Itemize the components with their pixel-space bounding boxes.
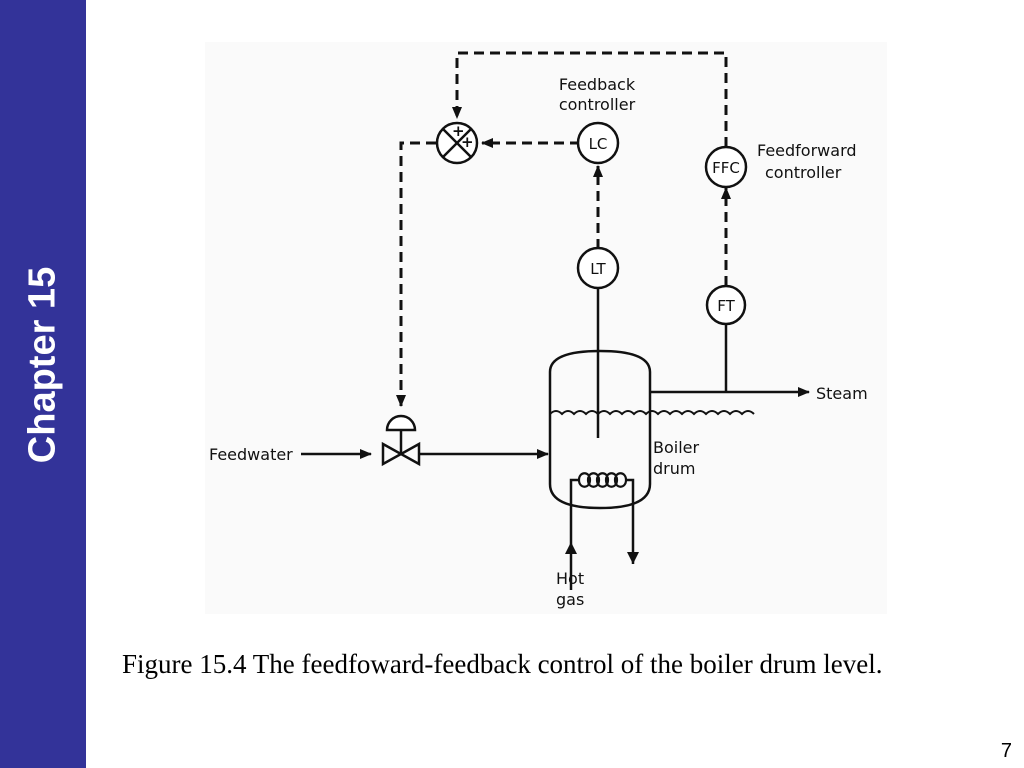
- summer-sign-top: +: [452, 122, 465, 140]
- summing-junction: + +: [435, 121, 479, 165]
- level-transmitter: LT: [576, 246, 620, 290]
- flow-transmitter: FT: [705, 284, 747, 326]
- boiler-drum-label-2: drum: [653, 459, 695, 478]
- feedback-controller-label-2: controller: [559, 95, 636, 114]
- summer-output-line: [396, 141, 436, 407]
- hot-gas-label-2: gas: [556, 590, 584, 609]
- feedforward-controller-label-2: controller: [765, 163, 842, 182]
- page-number: 7: [1000, 740, 1012, 762]
- lt-tag: LT: [590, 260, 606, 278]
- feedback-controller-label-1: Feedback: [559, 75, 636, 94]
- boiler-drum-diagram: + + LC Feedback controller LT FFC Feedfo…: [205, 42, 887, 614]
- hot-gas-label-1: Hot: [556, 569, 584, 588]
- feedforward-signal-line: [452, 51, 728, 147]
- feedforward-controller: FFC: [704, 145, 748, 189]
- boiler-drum-label-1: Boiler: [653, 438, 700, 457]
- lc-tag: LC: [589, 135, 608, 153]
- steam-label: Steam: [816, 384, 868, 403]
- ft-tag: FT: [717, 297, 735, 315]
- diagram-svg: + + LC Feedback controller LT FFC Feedfo…: [209, 51, 868, 609]
- summer-sign-right: +: [461, 133, 474, 151]
- boiler-drum: [548, 349, 652, 510]
- control-valve: [381, 414, 421, 467]
- ffc-tag: FFC: [712, 159, 740, 177]
- chapter-title: Chapter 15: [21, 266, 64, 464]
- feedwater-label: Feedwater: [209, 445, 293, 464]
- chapter-sidebar: Chapter 15: [0, 0, 86, 768]
- level-controller: LC: [576, 121, 620, 165]
- figure-caption: Figure 15.4 The feedfoward-feedback cont…: [122, 649, 883, 679]
- heating-coil: [565, 472, 639, 590]
- feedforward-controller-label-1: Feedforward: [757, 141, 857, 160]
- water-level: [549, 410, 755, 416]
